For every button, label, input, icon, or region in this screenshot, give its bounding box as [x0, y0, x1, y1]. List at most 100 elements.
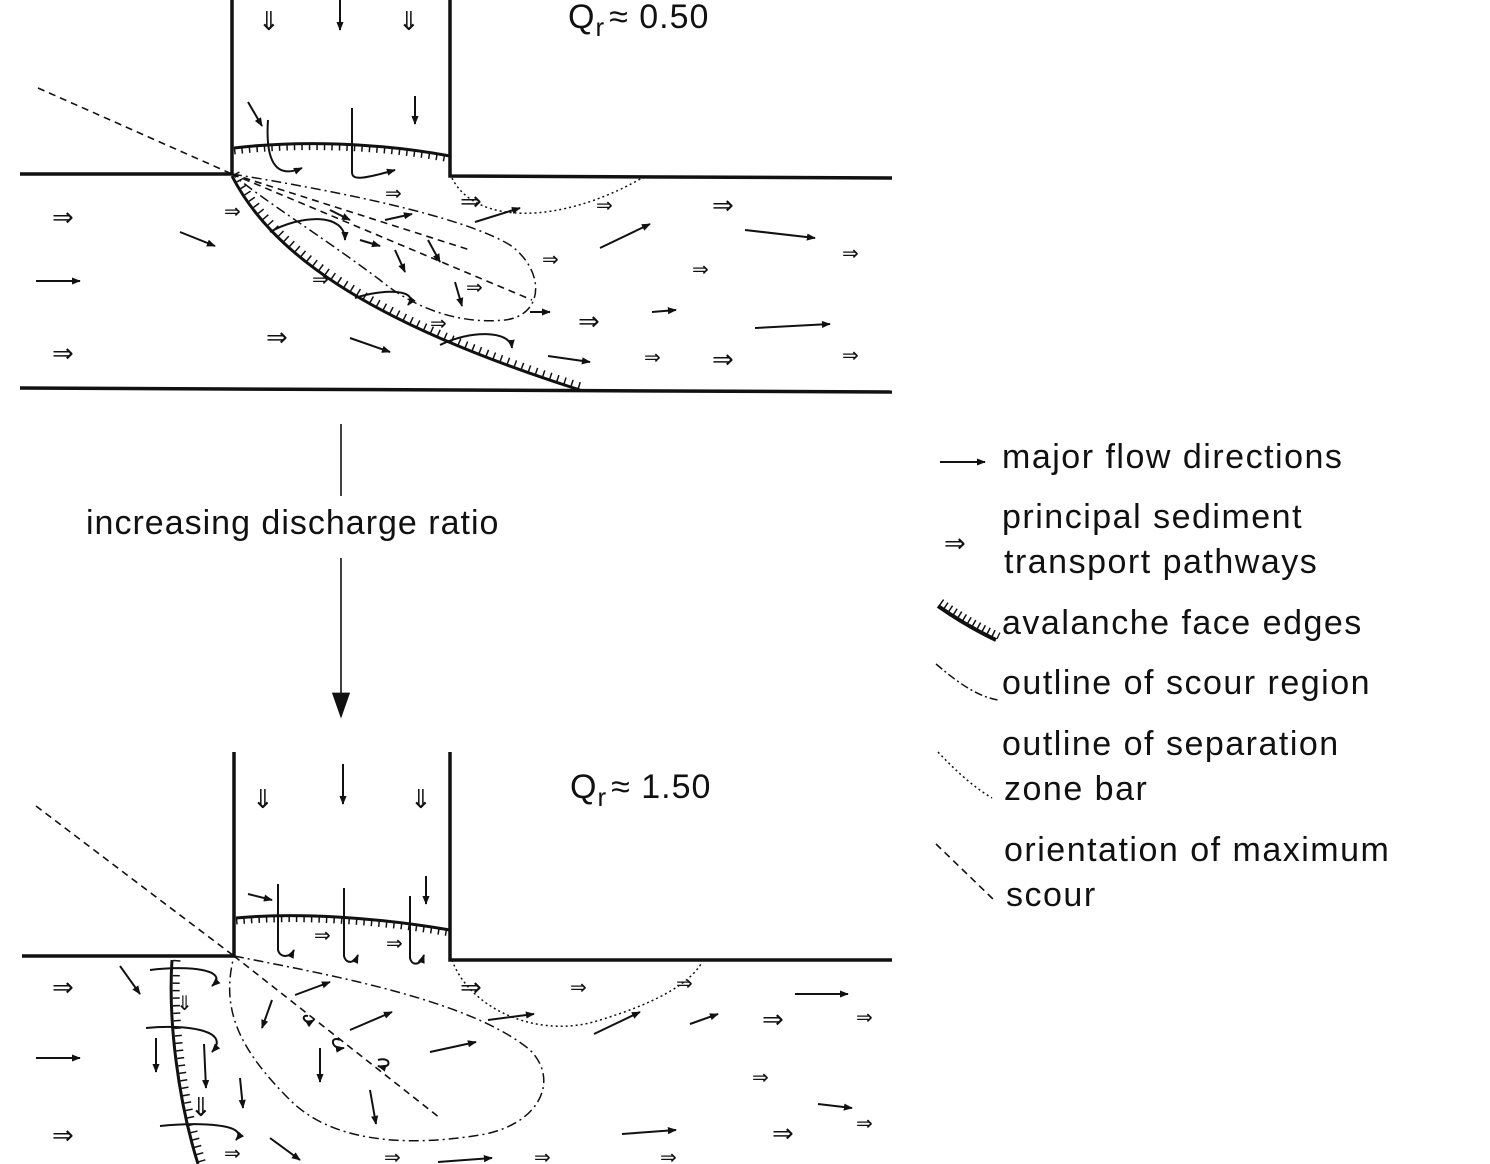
sediment-arrow: ⇒ — [312, 267, 329, 291]
max-scour-symbol — [935, 843, 995, 901]
sediment-arrow: ⇒ — [644, 345, 661, 369]
channel-outline-top — [19, 0, 893, 394]
flow-arrow — [159, 1123, 245, 1141]
sediment-arrow: ⇒ — [752, 1065, 769, 1089]
flow-arrow — [437, 1155, 493, 1163]
flow-arrow — [247, 893, 273, 902]
sediment-arrow: ⇓ — [176, 991, 193, 1015]
avalanche-face-top-mouth — [233, 142, 451, 158]
legend-label: zone bar — [1004, 770, 1148, 808]
legend: major flow directions ⇒ principal sedime… — [935, 438, 1390, 914]
legend-item-avalanche: avalanche face edges — [936, 599, 1363, 642]
sediment-arrow: ⇒ — [224, 1141, 241, 1164]
flow-arrow — [754, 320, 831, 329]
legend-item-flow: major flow directions — [940, 438, 1343, 476]
flow-arrow — [599, 223, 651, 249]
sediment-arrow: ⇒ — [386, 931, 403, 955]
sediment-arrow: ⇒ — [466, 275, 483, 299]
flow-arrow — [269, 1137, 301, 1161]
sediment-arrow: ⇒ — [52, 203, 74, 233]
sediment-arrow: ⇒ — [52, 339, 74, 369]
sediment-arrow: ⇒ — [430, 311, 447, 335]
sediment-arrow: ⇒ — [842, 241, 859, 265]
flow-arrow — [277, 884, 295, 959]
panel-top: ⇓ ⇓ ⇒ ⇒ ⇒ ⇒ ⇒ ⇒ ⇒ ⇒ ⇒ ⇒ ⇒ ⇒ ⇒ ⇒ ⇒ ⇒ ⇒ ⇒ … — [19, 0, 893, 394]
flow-arrow — [651, 307, 677, 315]
sediment-arrow: ⇒ — [772, 1119, 794, 1149]
sediment-arrow: ⇒ — [712, 345, 734, 375]
flow-arrow — [429, 1040, 477, 1053]
sediment-arrow: ⇒ — [542, 247, 559, 271]
sediment-arrow: ⇒ — [762, 1005, 784, 1035]
sediment-arrow: ⇓ — [258, 7, 280, 37]
flow-arrow — [238, 1077, 246, 1109]
flow-arrow — [384, 212, 413, 221]
flow-arrows-bottom — [36, 764, 853, 1163]
flow-arrow — [247, 101, 263, 127]
flow-arrow — [474, 206, 521, 223]
flow-arrow — [427, 239, 441, 263]
legend-item-separation: outline of separation zone bar — [937, 725, 1338, 808]
legend-label: principal sediment — [1002, 498, 1303, 536]
channel-outline-bottom — [22, 752, 892, 962]
flow-arrow — [817, 1103, 853, 1111]
legend-label: orientation of maximum — [1004, 831, 1390, 869]
sediment-arrow: ⇒ — [460, 973, 482, 1003]
flow-arrow — [269, 218, 349, 241]
center-label: increasing discharge ratio — [86, 504, 499, 542]
flow-arrow — [547, 355, 591, 365]
flow-arrow — [439, 333, 515, 349]
sediment-arrow: ⇒ — [314, 923, 331, 947]
discharge-transition: increasing discharge ratio — [86, 424, 499, 719]
sediment-arrow: ⇒ — [692, 257, 709, 281]
flow-arrow — [593, 1011, 641, 1035]
sediment-arrow: ⇒ — [712, 191, 734, 221]
sediment-arrow: ⇓ — [398, 7, 420, 37]
legend-label: avalanche face edges — [1002, 604, 1363, 642]
sediment-arrow: ⇓ — [252, 785, 274, 815]
avalanche-face-top-bar — [230, 175, 581, 392]
avalanche-face-symbol — [936, 604, 997, 642]
flow-arrow — [351, 108, 396, 179]
flow-arrow — [179, 231, 216, 247]
legend-label: scour — [1006, 876, 1097, 914]
flow-arrow — [454, 281, 464, 307]
sediment-arrow: ⇒ — [856, 1005, 873, 1029]
sediment-arrow: ⇒ — [842, 343, 859, 367]
sediment-arrow: ⇒ — [856, 1111, 873, 1135]
flow-arrow — [329, 209, 351, 221]
sediment-arrow: ⇒ — [266, 323, 288, 353]
max-scour-line-top — [37, 87, 533, 301]
sediment-arrow: ⇓ — [190, 1093, 212, 1123]
sediment-arrow: ⇒ — [578, 307, 600, 337]
sediment-arrow: ⇒ — [224, 199, 241, 223]
scour-outline-top — [231, 173, 537, 322]
sediment-arrow: ⇒ — [52, 1121, 74, 1151]
legend-label: transport pathways — [1004, 543, 1318, 581]
eddy-marks-bottom — [302, 1014, 390, 1072]
sediment-arrow-symbol: ⇒ — [944, 529, 966, 559]
qr-label-top: Qr≈ 0.50 — [568, 0, 709, 42]
sediment-arrow: ⇒ — [676, 971, 693, 995]
flow-arrow — [621, 1127, 677, 1135]
avalanche-face-bottom-bar — [169, 959, 200, 1164]
scour-outline-bottom — [228, 955, 545, 1142]
legend-label: outline of scour region — [1002, 664, 1371, 702]
flow-arrow — [294, 981, 331, 996]
flow-arrow — [689, 1013, 719, 1025]
flow-arrow — [359, 239, 381, 248]
flow-arrow — [119, 965, 141, 995]
flow-arrow — [202, 1043, 210, 1089]
sediment-arrow: ⇒ — [570, 975, 587, 999]
sediment-arrow: ⇓ — [410, 785, 432, 815]
max-scour-line-bottom — [35, 805, 441, 1119]
sediment-arrow: ⇒ — [596, 193, 613, 217]
sediment-arrow: ⇒ — [384, 1145, 401, 1164]
sediment-arrow: ⇒ — [460, 187, 482, 217]
legend-item-sediment: ⇒ principal sediment transport pathways — [944, 498, 1318, 581]
legend-item-maxscour: orientation of maximum scour — [935, 831, 1390, 914]
legend-label: major flow directions — [1002, 438, 1343, 476]
sediment-arrow: ⇒ — [534, 1145, 551, 1164]
flow-arrow — [487, 1011, 535, 1021]
